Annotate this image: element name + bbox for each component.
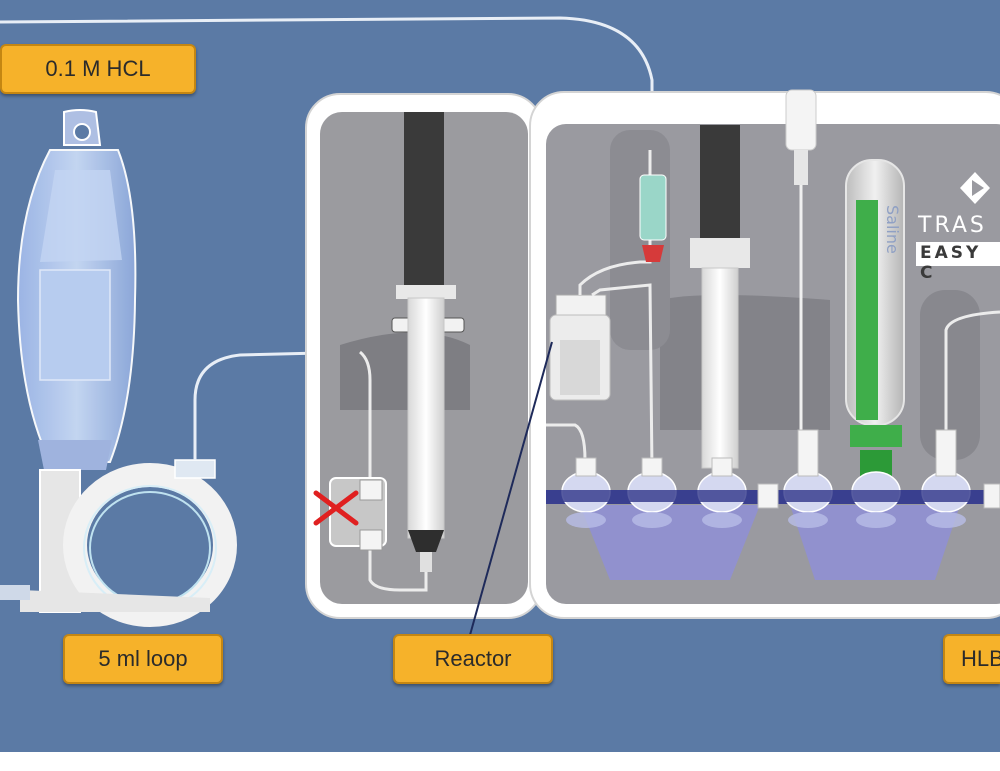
- label-hcl: 0.1 M HCL: [0, 44, 196, 94]
- brand-line-2: EASY C: [920, 243, 982, 283]
- bottom-margin: [0, 752, 1000, 766]
- closed-valve-x-icon: [313, 490, 359, 526]
- label-loop: 5 ml loop: [63, 634, 223, 684]
- reactor-module: [305, 93, 543, 619]
- saline-bag: [16, 109, 137, 470]
- brand-line-1: TRAS: [918, 213, 987, 238]
- hcl-transfer-tubing: [0, 16, 654, 175]
- reactor-leader-line: [469, 341, 553, 636]
- five-ml-loop-assembly: [0, 350, 361, 627]
- label-reactor: Reactor: [393, 634, 553, 684]
- brand-line-2-box: EASY C: [916, 242, 1000, 283]
- saline-column-label: Saline: [883, 205, 902, 254]
- label-hlb: HLB: [943, 634, 1000, 684]
- main-synthesis-module: [529, 89, 1000, 619]
